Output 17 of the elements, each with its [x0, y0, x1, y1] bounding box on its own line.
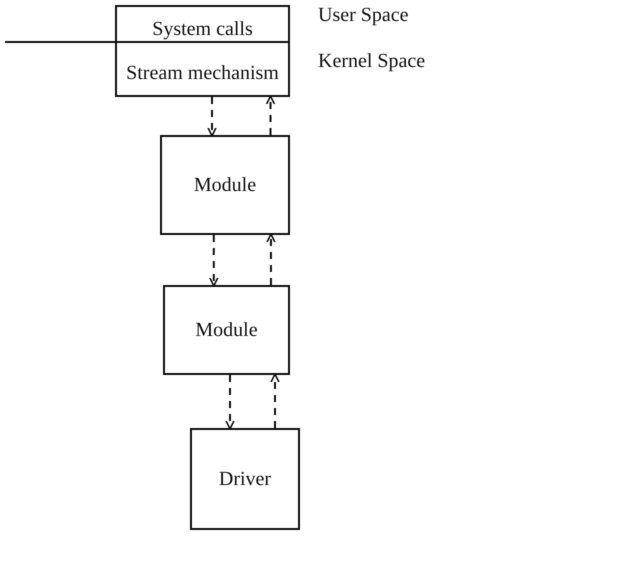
box-text: Driver — [218, 468, 272, 490]
process-box — [115, 5, 290, 97]
arrow — [207, 97, 217, 137]
arrow — [209, 235, 219, 287]
arrow — [266, 233, 276, 285]
arrow — [225, 375, 235, 430]
process-box — [163, 285, 290, 375]
box-text: Module — [194, 174, 256, 196]
box-text: Module — [195, 318, 258, 342]
process-box — [190, 428, 300, 530]
box-text: System calls — [152, 18, 253, 40]
region-label: User Space — [318, 4, 409, 27]
process-box — [160, 135, 290, 235]
box-text: Stream mechanism — [126, 62, 279, 84]
arrow — [270, 373, 280, 428]
arrow — [266, 95, 276, 135]
region-label: Kernel Space — [318, 50, 426, 73]
